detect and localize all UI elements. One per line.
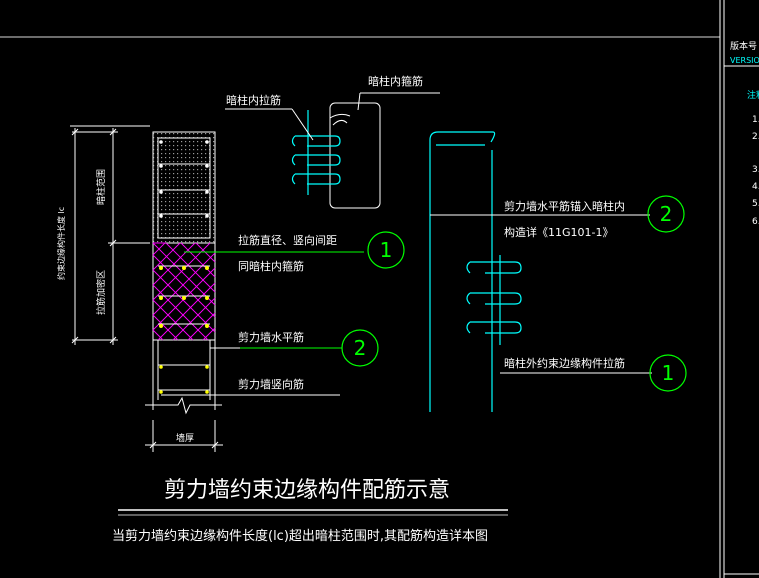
- marker-2b-label: 2: [660, 202, 673, 226]
- title-block: 剪力墙约束边缘构件配筋示意 当剪力墙约束边缘构件长度(lc)超出暗柱范围时,其配…: [112, 478, 508, 544]
- marker-circle-1a: 1: [367, 231, 405, 269]
- vertical-dimensions: [70, 125, 150, 345]
- right-column-lines: [429, 131, 496, 412]
- note-item: 2.: [752, 132, 759, 142]
- tie-zone-hatch: [152, 242, 216, 341]
- wall-horiz-label: 剪力墙水平筋: [238, 330, 304, 344]
- note-item: 6.: [752, 217, 759, 227]
- leader-lines-center: [225, 92, 440, 141]
- dim-tie-zone-label: 拉筋加密区: [95, 270, 107, 315]
- right-detail: 剪力墙水平筋锚入暗柱内 构造详《11G101-1》 暗柱外约束边缘构件拉筋 2 …: [429, 131, 687, 412]
- notes-header: 注释: [747, 89, 759, 101]
- note-item: 3.: [752, 165, 759, 175]
- hidden-column-zone: [152, 131, 216, 244]
- marker-2a-label: 2: [354, 336, 367, 360]
- hidden-column-stirrups: [157, 137, 211, 239]
- tie-note-line2: 同暗柱内箍筋: [238, 259, 304, 273]
- tie-hooks-cyan: [291, 110, 341, 195]
- outer-tie-label: 暗柱外约束边缘构件拉筋: [504, 356, 625, 370]
- version-panel: 版本号 VERSION 注释 1. 2. 3. 4. 5. 6.: [730, 40, 759, 227]
- wall-thickness-label: 墙厚: [176, 432, 194, 444]
- marker-circle-2a: 2: [341, 329, 379, 367]
- note-item: 4.: [752, 182, 759, 192]
- marker-circle-2b: 2: [647, 195, 685, 233]
- right-leaders: [430, 214, 652, 374]
- version-header: 版本号: [730, 40, 757, 52]
- wall-elevation: 墙厚 约束边缘构件长度 lc 暗柱范围 拉筋加密区: [56, 125, 223, 452]
- break-line: [145, 396, 222, 415]
- tie-zone-bars: [159, 266, 209, 328]
- note-item: 5.: [752, 199, 759, 209]
- anchor-label-line1: 剪力墙水平筋锚入暗柱内: [504, 199, 625, 213]
- plain-wall: [152, 340, 216, 410]
- anchor-label-line2: 构造详《11G101-1》: [504, 225, 613, 239]
- tie-hook-detail: 暗柱内拉筋 暗柱内箍筋: [225, 74, 440, 209]
- wall-thickness-dimension: [145, 420, 223, 452]
- marker-circle-1b: 1: [649, 354, 687, 392]
- version-sub: VERSION: [730, 56, 759, 65]
- left-leaders-white: [161, 347, 340, 396]
- hidden-col-stirrup-label: 暗柱内箍筋: [368, 74, 423, 88]
- plain-wall-bars: [159, 365, 209, 394]
- wall-vert-label: 剪力墙竖向筋: [238, 377, 304, 391]
- tie-zone-stirrups: [158, 265, 210, 325]
- hook-bars: [329, 113, 351, 126]
- drawing-title: 剪力墙约束边缘构件配筋示意: [164, 478, 450, 503]
- marker-1a-label: 1: [380, 238, 393, 262]
- dim-hidden-col-label: 暗柱范围: [95, 169, 107, 205]
- note-item: 1.: [752, 115, 759, 125]
- right-tie-hooks: [466, 255, 522, 345]
- hidden-column-bars: [159, 140, 209, 218]
- drawing-subtitle: 当剪力墙约束边缘构件长度(lc)超出暗柱范围时,其配筋构造详本图: [112, 528, 488, 544]
- hidden-col-tie-label: 暗柱内拉筋: [226, 93, 281, 107]
- marker-1b-label: 1: [662, 361, 675, 385]
- dim-lc-label: 约束边缘构件长度 lc: [56, 207, 66, 280]
- tie-note-line1: 拉筋直径、竖向间距: [238, 233, 337, 247]
